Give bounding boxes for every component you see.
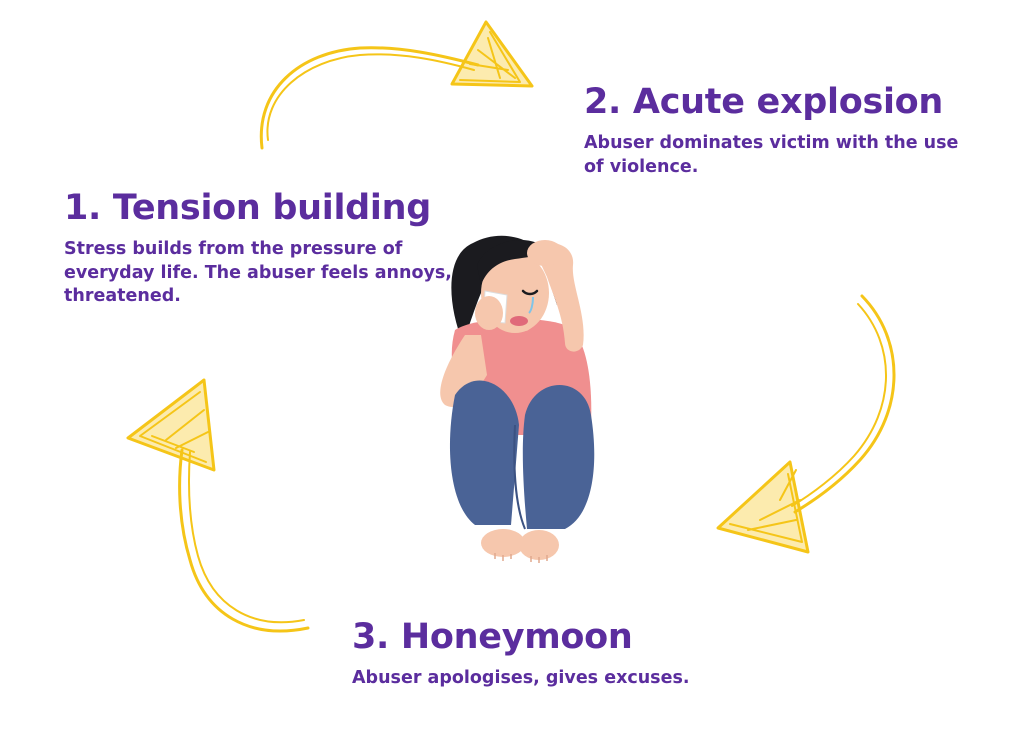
- crying-woman-illustration: [440, 235, 595, 563]
- arrow-head-left: [126, 378, 216, 472]
- step-description: Stress builds from the pressure of every…: [64, 239, 452, 306]
- step-title: 2. Acute explosion: [584, 82, 944, 122]
- step-acute-explosion: 2. Acute explosion Abuser dominates vict…: [584, 82, 984, 179]
- arrow-explosion-to-honeymoon: [716, 294, 896, 554]
- step-honeymoon: 3. Honeymoon Abuser apologises, gives ex…: [352, 617, 752, 691]
- step-tension-building: 1. Tension building Stress builds from t…: [64, 188, 484, 308]
- arrow-head-right: [716, 460, 810, 554]
- step-description: Abuser dominates victim with the use of …: [584, 133, 959, 177]
- step-title: 1. Tension building: [64, 188, 431, 228]
- arrow-honeymoon-to-tension: [126, 378, 310, 633]
- arrow-tension-to-explosion: [259, 20, 534, 150]
- arrow-head-top: [450, 20, 534, 88]
- step-description: Abuser apologises, gives excuses.: [352, 668, 690, 689]
- step-title: 3. Honeymoon: [352, 617, 633, 657]
